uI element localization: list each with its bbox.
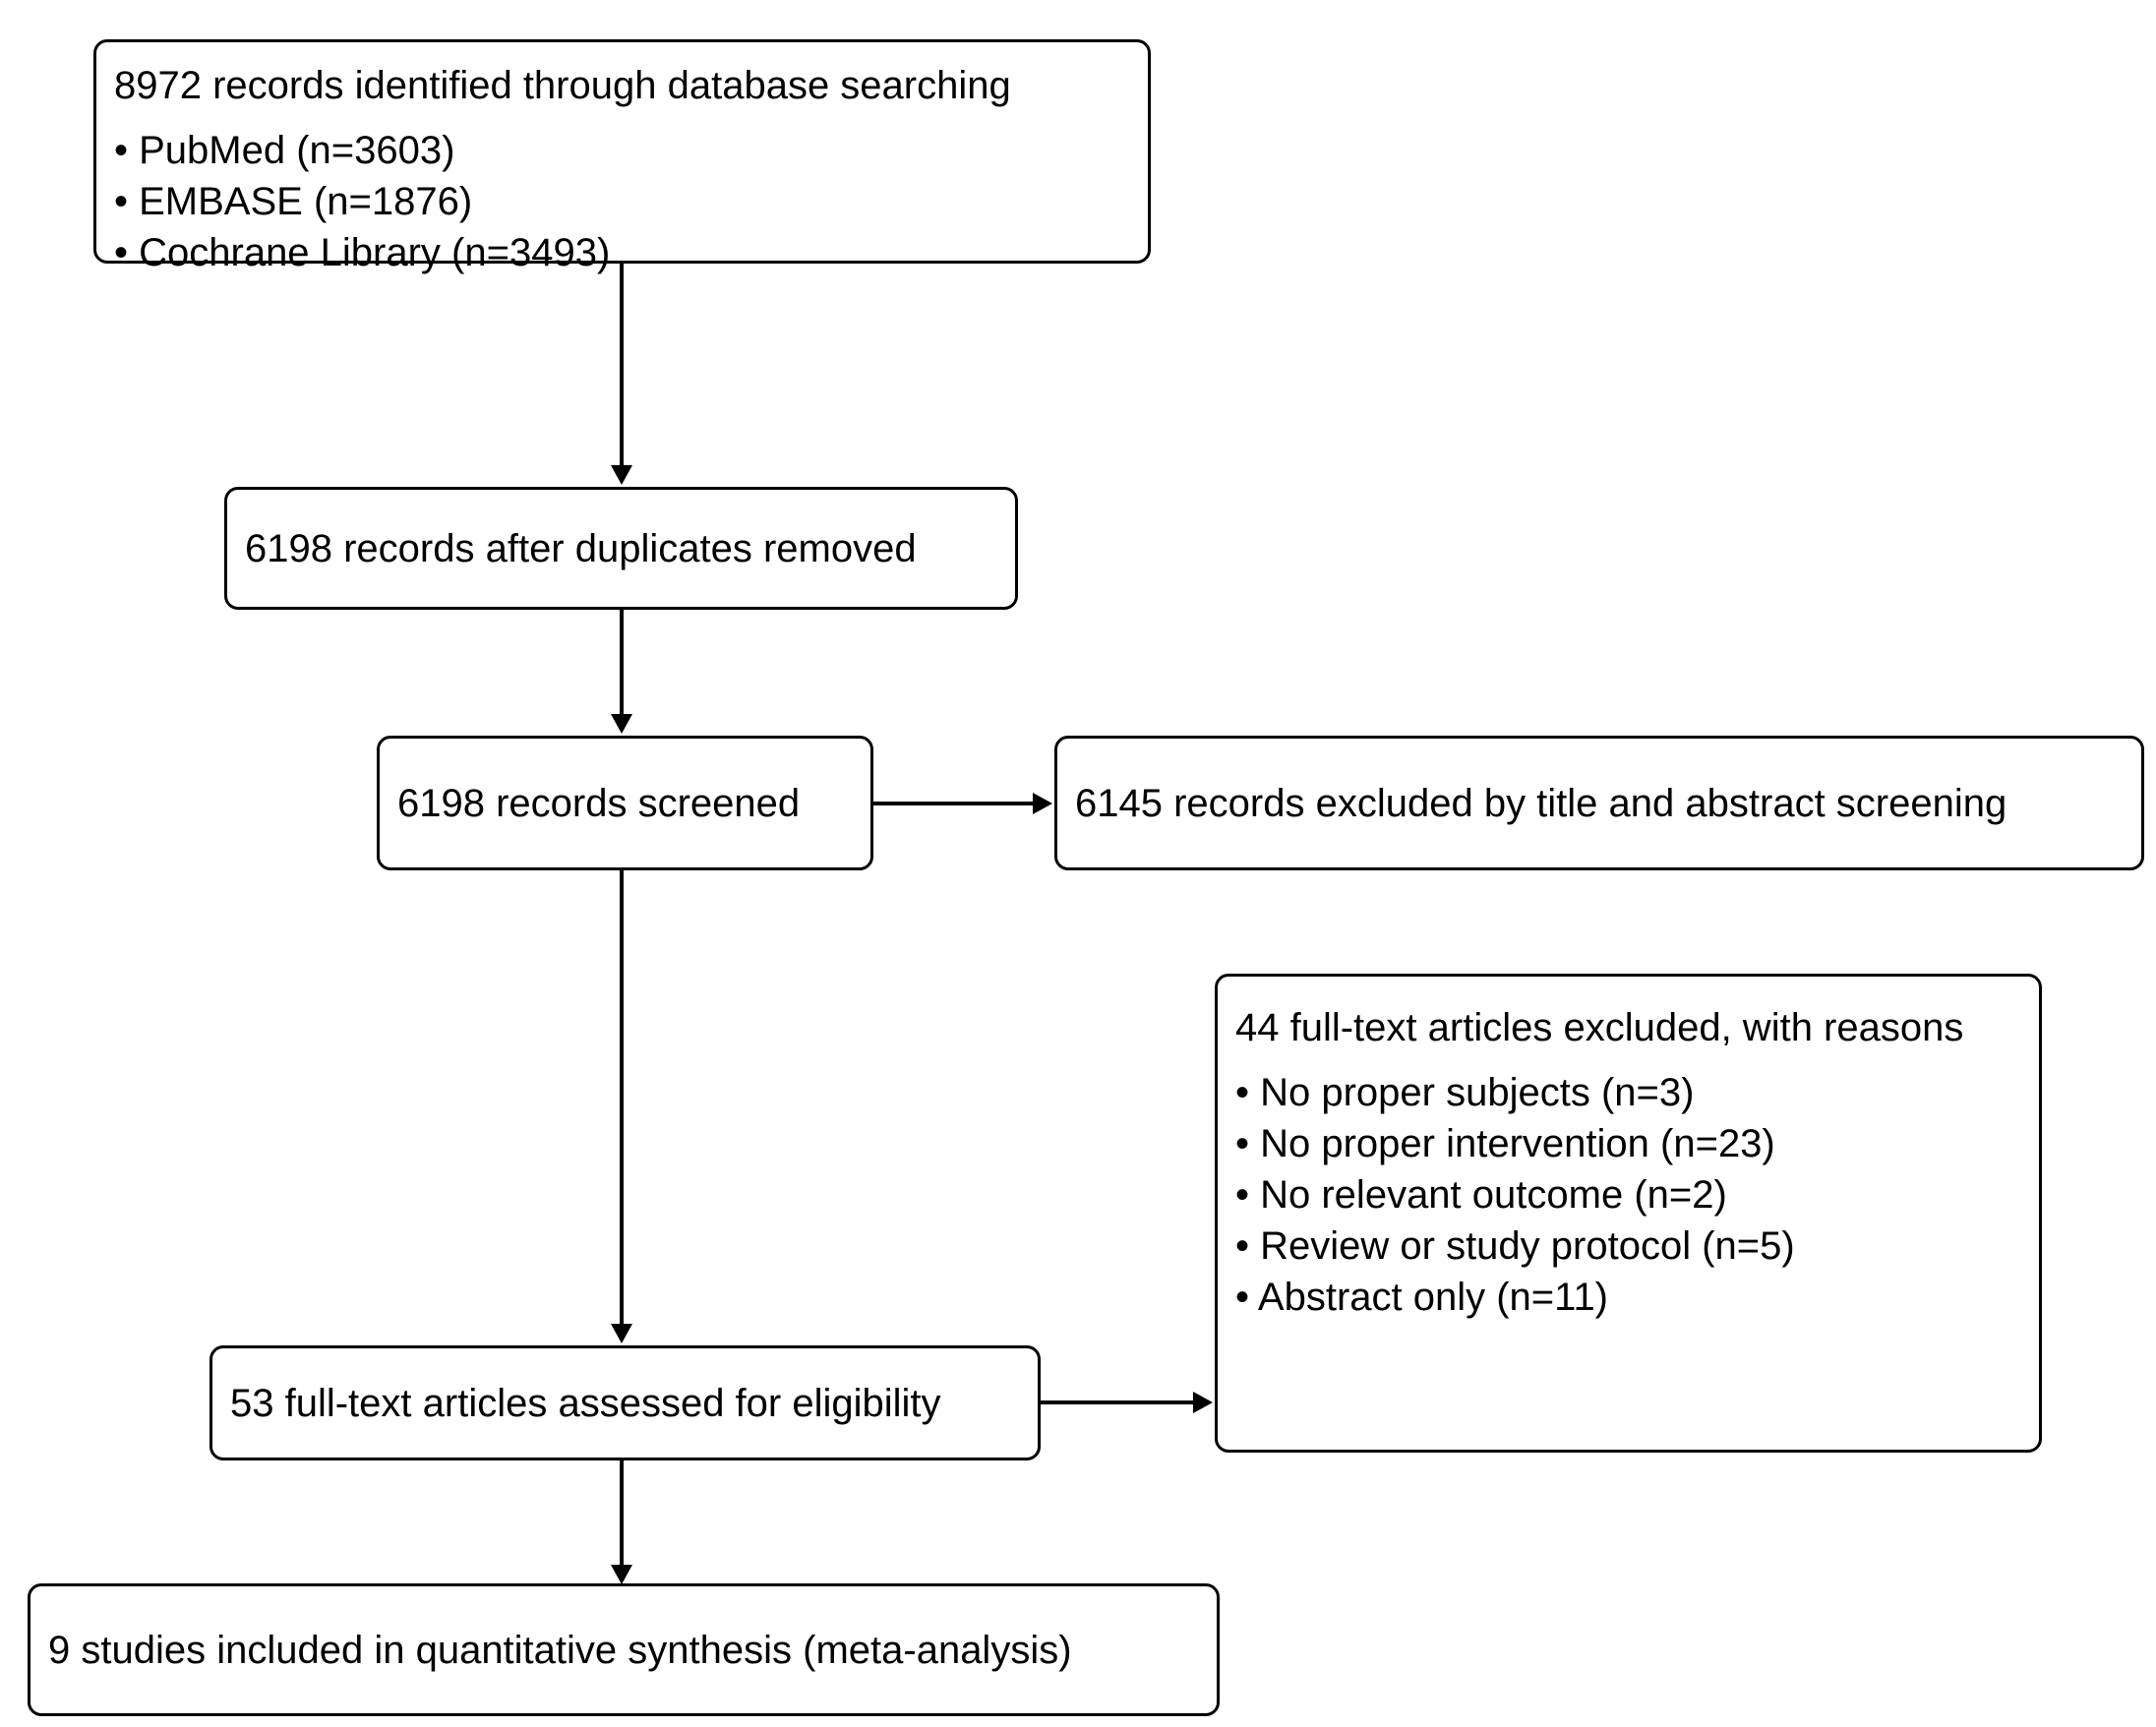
node-studies-included-text: 9 studies included in quantitative synth…: [48, 1628, 1072, 1672]
node-records-identified-item-pubmed: • PubMed (n=3603): [114, 129, 455, 172]
connector-identified-to-duplicates-line: [620, 264, 624, 470]
connector-fulltext-to-included-arrowhead: [611, 1565, 632, 1584]
node-records-excluded-screening-text: 6145 records excluded by title and abstr…: [1075, 781, 2007, 825]
connector-identified-to-duplicates-arrowhead: [611, 465, 632, 485]
node-records-identified-item-cochrane: • Cochrane Library (n=3493): [114, 231, 611, 274]
node-fulltext-excluded-reasons-heading: 44 full-text articles excluded, with rea…: [1235, 1006, 1964, 1049]
node-fulltext-excluded-reason-no-proper-intervention: • No proper intervention (n=23): [1235, 1122, 1775, 1165]
connector-screened-to-excluded-arrowhead: [1033, 793, 1052, 814]
node-fulltext-excluded-reason-no-proper-subjects: • No proper subjects (n=3): [1235, 1071, 1695, 1114]
node-records-identified-heading: 8972 records identified through database…: [114, 64, 1011, 107]
node-records-screened-text: 6198 records screened: [397, 781, 801, 825]
node-records-identified-item-embase: • EMBASE (n=1876): [114, 180, 473, 223]
node-fulltext-excluded-reason-review-or-protocol: • Review or study protocol (n=5): [1235, 1224, 1795, 1268]
connector-fulltext-to-included-line: [620, 1460, 624, 1569]
node-records-screened: 6198 records screened: [377, 736, 873, 870]
node-fulltext-assessed: 53 full-text articles assessed for eligi…: [210, 1345, 1041, 1460]
node-studies-included: 9 studies included in quantitative synth…: [28, 1583, 1220, 1716]
connector-screened-to-excluded-line: [873, 802, 1035, 805]
node-fulltext-excluded-reason-abstract-only: • Abstract only (n=11): [1235, 1276, 1609, 1319]
node-fulltext-assessed-text: 53 full-text articles assessed for eligi…: [230, 1381, 941, 1425]
connector-fulltext-to-reasons-line: [1041, 1400, 1195, 1404]
node-fulltext-excluded-reason-no-relevant-outcome: • No relevant outcome (n=2): [1235, 1173, 1727, 1217]
node-records-excluded-screening: 6145 records excluded by title and abstr…: [1054, 736, 2144, 870]
node-fulltext-excluded-reasons: 44 full-text articles excluded, with rea…: [1215, 974, 2042, 1453]
connector-duplicates-to-screened-arrowhead: [611, 714, 632, 734]
connector-fulltext-to-reasons-arrowhead: [1193, 1392, 1213, 1413]
connector-screened-to-fulltext-line: [620, 870, 624, 1328]
node-records-after-duplicates-text: 6198 records after duplicates removed: [245, 526, 917, 570]
connector-screened-to-fulltext-arrowhead: [611, 1324, 632, 1343]
node-records-identified: 8972 records identified through database…: [93, 39, 1151, 274]
connector-duplicates-to-screened-line: [620, 610, 624, 718]
node-records-after-duplicates: 6198 records after duplicates removed: [224, 487, 1018, 610]
